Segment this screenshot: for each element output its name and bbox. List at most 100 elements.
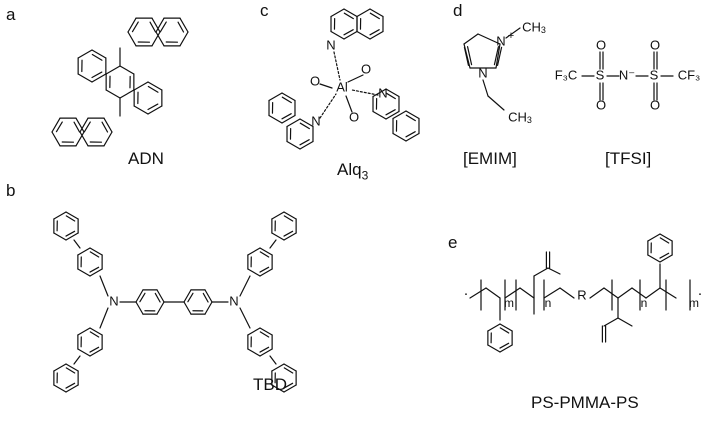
tfsi-cf3-left: F₃C (555, 67, 578, 82)
tbd-ring (54, 212, 66, 219)
atom-nitrogen-tbd-left: N (109, 293, 118, 308)
adn-right-ring (148, 106, 162, 114)
tbd-bond (100, 276, 108, 296)
tbd-ring (78, 349, 90, 356)
adn-left-ring (92, 50, 106, 58)
tbd-ring (54, 233, 66, 240)
emim-ethyl-bond-1 (483, 80, 488, 96)
adn-naph-bottom-b (52, 132, 60, 146)
alq-top-ring-b (357, 32, 370, 40)
tfsi-oxygen: O (650, 97, 660, 112)
adn-naph-top-b (180, 32, 188, 46)
chain-bond (486, 288, 500, 298)
tbd-bond (240, 276, 250, 296)
chain-bond (618, 318, 632, 326)
adn-naph-top-a (128, 32, 136, 46)
tbd-ring (90, 269, 102, 276)
tbd-ring (284, 212, 296, 219)
adn-central-ring (106, 90, 120, 98)
adn-left-ring (92, 74, 106, 82)
emim-ring (464, 34, 478, 44)
tbd-ring (54, 364, 66, 371)
atom-nitrogen-top: N (326, 37, 335, 52)
alq-top-ring-b (370, 32, 383, 40)
alq-left-ring-b (287, 142, 300, 150)
charge-plus: + (508, 30, 514, 42)
adn-naph-top-b (156, 18, 164, 32)
adn-naph-top-a (128, 18, 136, 32)
tfsi-nitrogen: N⁻ (619, 67, 635, 82)
tbd-ring (284, 364, 296, 371)
alq-right-ring-b (393, 111, 406, 119)
tbd-core-ring-left (136, 290, 143, 302)
tbd-ring (248, 248, 260, 255)
chain-bond (560, 288, 574, 298)
chain-end-dot: · (464, 285, 469, 302)
tbd-bond (240, 308, 250, 328)
tfsi-sulfur-right: S (650, 67, 659, 82)
tbd-ring (272, 233, 284, 240)
alq-right-ring-b (406, 111, 419, 119)
tbd-ring (248, 328, 260, 335)
ps-ring-right (660, 255, 672, 262)
tbd-ring (248, 349, 260, 356)
alq-left-ring-b (300, 142, 313, 150)
atom-nitrogen-left: N (311, 113, 320, 128)
atom-nitrogen-right: N (378, 85, 387, 100)
adn-naph-bottom-b (76, 132, 84, 146)
ps-ring-left (500, 345, 512, 352)
alq-right-ring-a (386, 112, 399, 120)
adn-naph-top-b (156, 32, 164, 46)
ps-ring-left (500, 324, 512, 331)
chain-bond (520, 288, 534, 298)
alq-left-ring-a (282, 116, 295, 124)
adn-naph-bottom-a (80, 132, 88, 146)
repeat-n: n (641, 296, 648, 310)
emim-methyl: CH3 (522, 19, 546, 35)
alq-right-ring-a (386, 89, 399, 97)
alq-left-ring-a (282, 93, 295, 101)
tfsi-oxygen: O (650, 37, 660, 52)
coordinate-bond-n-left (320, 94, 336, 118)
adn-central-ring (120, 90, 134, 98)
tbd-ring (78, 248, 90, 255)
alq-right-ring-b (406, 134, 419, 142)
chain-bond (534, 268, 548, 276)
atom-oxygen-top: O (361, 61, 371, 76)
tbd-ring (260, 248, 272, 255)
atom-nitrogen-emim-top: N (496, 33, 505, 48)
chain-bond (618, 288, 632, 298)
tbd-ring (260, 349, 272, 356)
compound-name-tfsi: [TFSI] (605, 150, 651, 167)
emim-ethyl-terminal: CH3 (508, 109, 532, 125)
ps-ring-right (648, 234, 660, 241)
alq-right-ring-b (393, 134, 406, 142)
tbd-ring (248, 269, 260, 276)
panel-label-e: e (448, 234, 457, 251)
tbd-core-ring-right (184, 302, 191, 314)
alq-top-ring-a (344, 9, 357, 17)
tbd-ring (90, 349, 102, 356)
compound-name-tbd: TBD (253, 376, 287, 393)
alq-left-ring-a (269, 116, 282, 124)
chain-bond (646, 288, 660, 298)
ps-ring-right (648, 255, 660, 262)
tbd-ring (54, 385, 66, 392)
tbd-core-ring-right (184, 290, 191, 302)
alq-top-ring-a (331, 9, 344, 17)
tbd-core-ring-left (136, 302, 143, 314)
coordinate-bond-n-top (334, 52, 340, 80)
atom-aluminum: Al (336, 79, 348, 94)
chain-bond (604, 288, 618, 298)
compound-name-emim: [EMIM] (463, 150, 517, 167)
alq-top-ring-b (357, 9, 370, 17)
emim-ethyl-bond-2 (488, 96, 504, 110)
chain-bond (470, 288, 486, 298)
tbd-ring (78, 269, 90, 276)
tbd-ring (260, 328, 272, 335)
adn-naph-top-a (152, 32, 160, 46)
chain-end-dot: · (698, 285, 703, 302)
tbd-ring (78, 328, 90, 335)
adn-right-ring (148, 82, 162, 90)
